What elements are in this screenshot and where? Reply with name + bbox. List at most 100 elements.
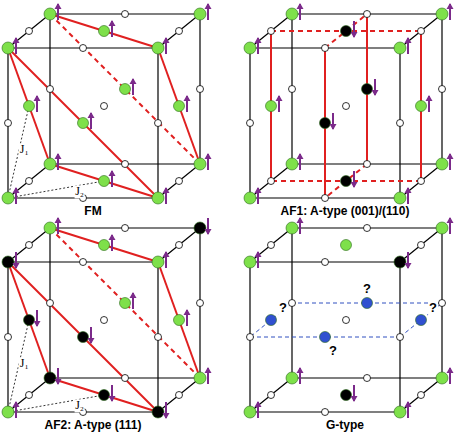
- spin-arrowhead: [13, 263, 20, 269]
- oxygen-site: [364, 11, 371, 18]
- cube-edge: [158, 164, 200, 198]
- spin-arrowhead: [405, 263, 412, 269]
- oxygen-site: [289, 86, 296, 93]
- oxygen-site: [397, 334, 404, 341]
- cube-edge: [158, 378, 200, 412]
- metal-ion: [320, 332, 331, 343]
- unknown-spin: ?: [428, 301, 438, 315]
- metal-ion: [416, 315, 427, 326]
- cube-edge: [8, 228, 50, 262]
- metal-ion: [394, 256, 406, 268]
- spin-arrowhead: [163, 251, 170, 257]
- spin-arrowhead: [184, 95, 191, 101]
- spin-arrowhead: [447, 217, 454, 223]
- spin-arrowhead: [297, 3, 304, 9]
- metal-ion: [244, 406, 256, 418]
- exchange-j2: [8, 395, 104, 412]
- oxygen-site: [397, 120, 404, 127]
- metal-ion: [286, 8, 298, 20]
- oxygen-site: [47, 86, 54, 93]
- oxygen-site: [364, 161, 371, 168]
- oxygen-site: [101, 317, 108, 324]
- oxygen-site: [322, 45, 329, 52]
- spin-arrowhead: [447, 153, 454, 159]
- metal-ion: [152, 406, 164, 418]
- cube-edge: [8, 14, 50, 48]
- metal-ion: [44, 222, 56, 234]
- spin-plane: [8, 48, 50, 164]
- oxygen-site: [343, 103, 350, 110]
- metal-ion: [99, 240, 110, 251]
- metal-ion: [78, 118, 89, 129]
- metal-ion: [174, 101, 185, 112]
- spin-arrowhead: [109, 234, 116, 240]
- spin-arrowhead: [55, 217, 62, 223]
- oxygen-site: [26, 392, 33, 399]
- metal-ion: [341, 26, 352, 37]
- exchange-label: J₂: [74, 399, 85, 412]
- spin-arrowhead: [372, 90, 379, 96]
- exchange-j2: [8, 181, 104, 198]
- metal-ion: [286, 372, 298, 384]
- metal-ion: [244, 256, 256, 268]
- spin-arrowhead: [163, 413, 170, 419]
- spin-arrowhead: [255, 187, 262, 193]
- structure-caption: AF2: A-type (111): [45, 419, 142, 432]
- oxygen-site: [176, 28, 183, 35]
- spin-arrowhead: [255, 401, 262, 407]
- spin-arrowhead: [351, 396, 358, 402]
- spin-arrowhead: [426, 95, 433, 101]
- spin-arrowhead: [88, 338, 95, 344]
- metal-ion: [362, 298, 373, 309]
- oxygen-site: [364, 225, 371, 232]
- metal-ion: [99, 390, 110, 401]
- metal-ion: [394, 42, 406, 54]
- spin-arrowhead: [34, 321, 41, 327]
- spin-plane: [158, 48, 200, 164]
- spin-arrowhead: [205, 229, 212, 235]
- exchange-label: J₁: [19, 357, 30, 370]
- oxygen-site: [268, 178, 275, 185]
- oxygen-site: [176, 392, 183, 399]
- spin-arrowhead: [88, 112, 95, 118]
- metal-ion: [436, 8, 448, 20]
- spin-plane: [158, 262, 200, 378]
- oxygen-site: [364, 375, 371, 382]
- spin-arrowhead: [297, 367, 304, 373]
- oxygen-site: [322, 195, 329, 202]
- oxygen-site: [268, 242, 275, 249]
- spin-plane: [325, 14, 367, 48]
- spin-arrowhead: [205, 153, 212, 159]
- cube-edge: [400, 378, 442, 412]
- oxygen-site: [122, 375, 129, 382]
- exchange-j1: [8, 106, 29, 198]
- metal-ion: [194, 158, 206, 170]
- oxygen-site: [5, 334, 12, 341]
- metal-ion: [2, 406, 14, 418]
- metal-ion: [44, 158, 56, 170]
- spin-plane: [8, 262, 158, 412]
- oxygen-site: [176, 242, 183, 249]
- spin-plane: [8, 262, 50, 378]
- oxygen-site: [101, 103, 108, 110]
- spin-arrowhead: [130, 78, 137, 84]
- metal-ion: [152, 256, 164, 268]
- metal-ion: [2, 256, 14, 268]
- spin-plane: [50, 228, 158, 262]
- oxygen-site: [155, 120, 162, 127]
- spin-plane: [50, 14, 158, 48]
- metal-ion: [341, 390, 352, 401]
- cube-edge: [250, 378, 292, 412]
- oxygen-site: [268, 28, 275, 35]
- spin-arrowhead: [55, 379, 62, 385]
- spin-arrowhead: [447, 367, 454, 373]
- metal-ion: [266, 101, 277, 112]
- cube-edge: [400, 228, 442, 262]
- metal-ion: [416, 101, 427, 112]
- spin-arrowhead: [205, 367, 212, 373]
- spin-arrowhead: [55, 153, 62, 159]
- oxygen-site: [197, 300, 204, 307]
- spin-arrowhead: [13, 401, 20, 407]
- spin-arrowhead: [184, 309, 191, 315]
- oxygen-site: [26, 178, 33, 185]
